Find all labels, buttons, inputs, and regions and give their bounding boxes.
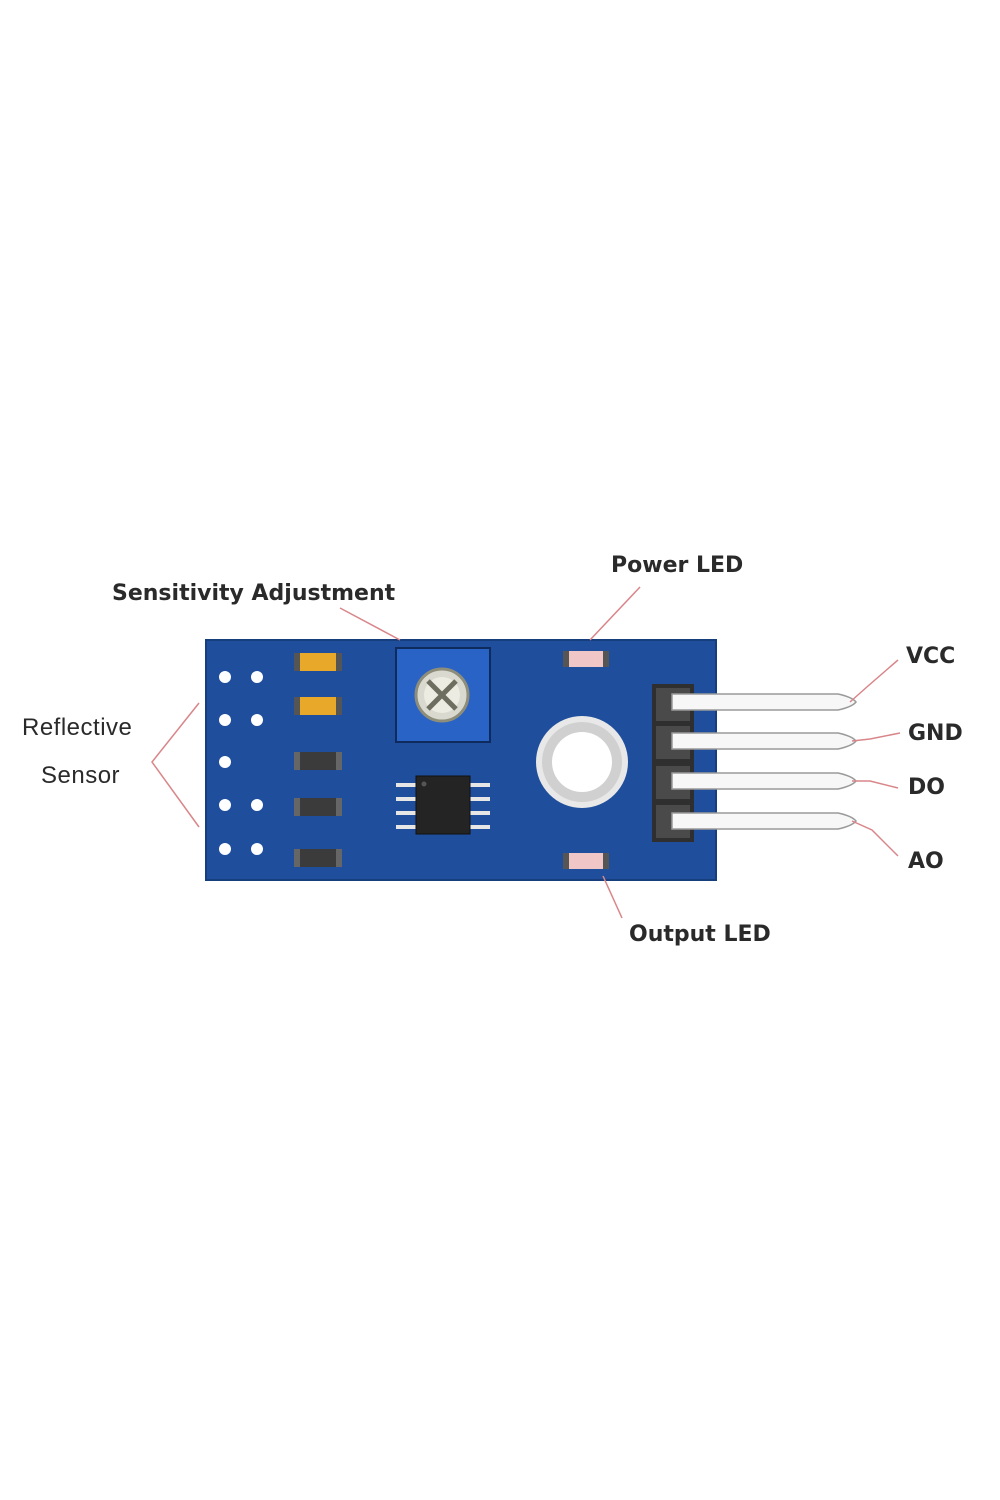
pin-do [671,772,857,790]
smd-component-3 [294,752,342,770]
output-led-component [563,853,609,869]
callout-ao [851,820,899,857]
power-led-component [563,651,609,667]
pin-vcc [671,693,857,711]
callout-do [852,780,899,789]
smd-component-5 [294,849,342,867]
label-sensitivity-adjustment: Sensitivity Adjustment [112,581,396,606]
smd-component-4 [294,798,342,816]
label-sensor: Sensor [41,762,121,789]
label-power-led: Power LED [611,553,744,578]
label-pin-do: DO [908,775,945,800]
potentiometer [395,647,491,743]
pin-ao [671,812,857,830]
smd-component-1 [294,653,342,671]
mounting-hole [536,716,628,808]
reflective-sensor-dots [219,671,263,855]
label-reflective: Reflective [22,714,133,741]
label-pin-gnd: GND [908,721,963,746]
label-pin-ao: AO [908,849,944,874]
ic-chip [396,775,490,835]
callout-gnd [851,732,901,742]
header-pins [671,693,857,830]
callout-sensitivity [339,607,401,641]
callout-power-led [589,586,641,641]
label-output-led: Output LED [629,922,771,947]
callout-lines [151,586,901,919]
callout-reflective [151,702,200,828]
callout-output-led [602,875,623,919]
label-pin-vcc: VCC [906,644,956,669]
pin-gnd [671,732,857,750]
callout-vcc [849,659,899,703]
smd-component-2 [294,697,342,715]
